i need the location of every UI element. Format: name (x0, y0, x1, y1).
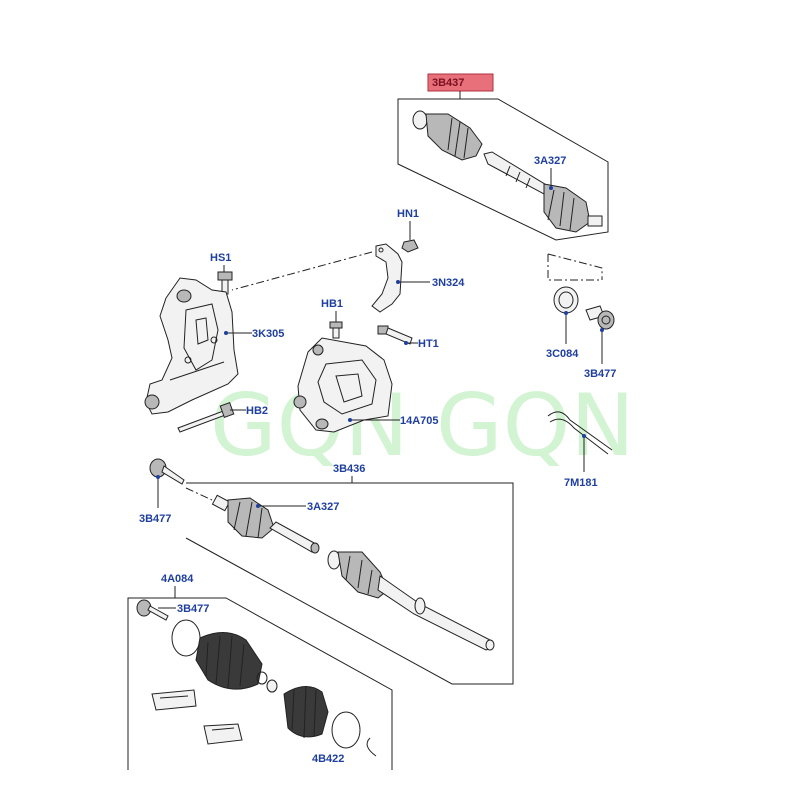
callout-4A084[interactable]: 4A084 (161, 573, 194, 585)
callout-3B436[interactable]: 3B436 (333, 463, 365, 475)
callout-3A327-lower[interactable]: 3A327 (307, 501, 339, 513)
boot-clamp-small[interactable] (331, 711, 361, 749)
callout-7M181[interactable]: 7M181 (564, 477, 598, 489)
hub-nut-left-part[interactable] (149, 458, 185, 485)
clip-rings-small[interactable] (256, 671, 278, 693)
callout-3B477-kit[interactable]: 3B477 (177, 603, 209, 615)
grease-packet-bottom[interactable] (203, 723, 243, 745)
callout-3N324[interactable]: 3N324 (432, 277, 465, 289)
callout-HT1[interactable]: HT1 (418, 338, 439, 350)
support-bracket-part[interactable] (293, 337, 393, 433)
hub-nut-kit-part[interactable] (136, 599, 169, 621)
bolt-hb1-part[interactable] (329, 321, 343, 339)
callout-4B422[interactable]: 4B422 (312, 753, 344, 765)
shaft-top[interactable] (483, 151, 549, 195)
mount-bracket-part[interactable] (144, 277, 239, 415)
strap-3N324-part[interactable] (371, 243, 403, 313)
bolt-hs1-part[interactable] (217, 271, 233, 295)
cv-boot-large[interactable] (195, 632, 263, 690)
outer-joint-lower[interactable] (211, 494, 275, 539)
callout-14A705[interactable]: 14A705 (400, 415, 439, 427)
inner-joint-top[interactable] (412, 110, 483, 161)
callout-3B477-right[interactable]: 3B477 (584, 368, 616, 380)
cv-boot-small[interactable] (283, 685, 329, 739)
callout-3C084[interactable]: 3C084 (546, 348, 579, 360)
callout-HS1[interactable]: HS1 (210, 252, 231, 264)
callout-3A327-top[interactable]: 3A327 (534, 155, 566, 167)
callout-HB2[interactable]: HB2 (246, 405, 268, 417)
cotter-pin-part[interactable] (547, 411, 613, 455)
outer-joint-top[interactable] (543, 183, 603, 233)
callout-HN1[interactable]: HN1 (397, 208, 419, 220)
assembly-top-group: 3B437 3A327 (397, 73, 609, 241)
nut-hn1-part[interactable] (401, 239, 419, 253)
bolt-ht1-part[interactable] (377, 325, 413, 345)
hub-nut-right-part[interactable] (585, 305, 615, 330)
shaft-lower[interactable] (269, 521, 320, 554)
callout-3K305[interactable]: 3K305 (252, 328, 284, 340)
callout-HB1[interactable]: HB1 (321, 298, 343, 310)
callout-3B437[interactable]: 3B437 (432, 77, 464, 89)
circlip-part[interactable] (366, 737, 377, 757)
bolt-hb2-part[interactable] (177, 402, 235, 433)
inner-joint-lower[interactable] (327, 550, 495, 651)
boot-clamp-large[interactable] (171, 619, 201, 657)
seal-ring-part[interactable] (553, 286, 579, 314)
grease-packet-top[interactable] (151, 689, 197, 711)
callout-3B477-left[interactable]: 3B477 (139, 513, 171, 525)
watermark-text: GQN GQN (210, 376, 635, 476)
